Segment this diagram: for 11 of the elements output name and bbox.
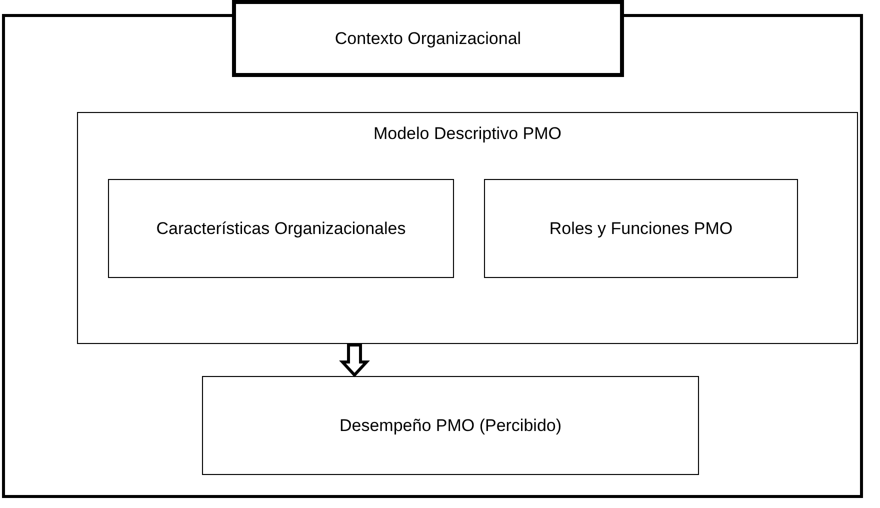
box-label: Desempeño PMO (Percibido) bbox=[339, 414, 562, 437]
process-box bbox=[484, 179, 798, 278]
process-box bbox=[232, 0, 624, 77]
box-label: Características Organizacionales bbox=[156, 218, 406, 240]
box-label: Roles y Funciones PMO bbox=[549, 218, 733, 240]
box-label: Modelo Descriptivo PMO bbox=[373, 123, 562, 145]
box-label: Contexto Organizacional bbox=[334, 28, 522, 50]
process-box bbox=[202, 376, 699, 475]
process-box bbox=[108, 179, 454, 278]
block-arrow bbox=[339, 344, 370, 378]
process-box bbox=[77, 112, 858, 344]
